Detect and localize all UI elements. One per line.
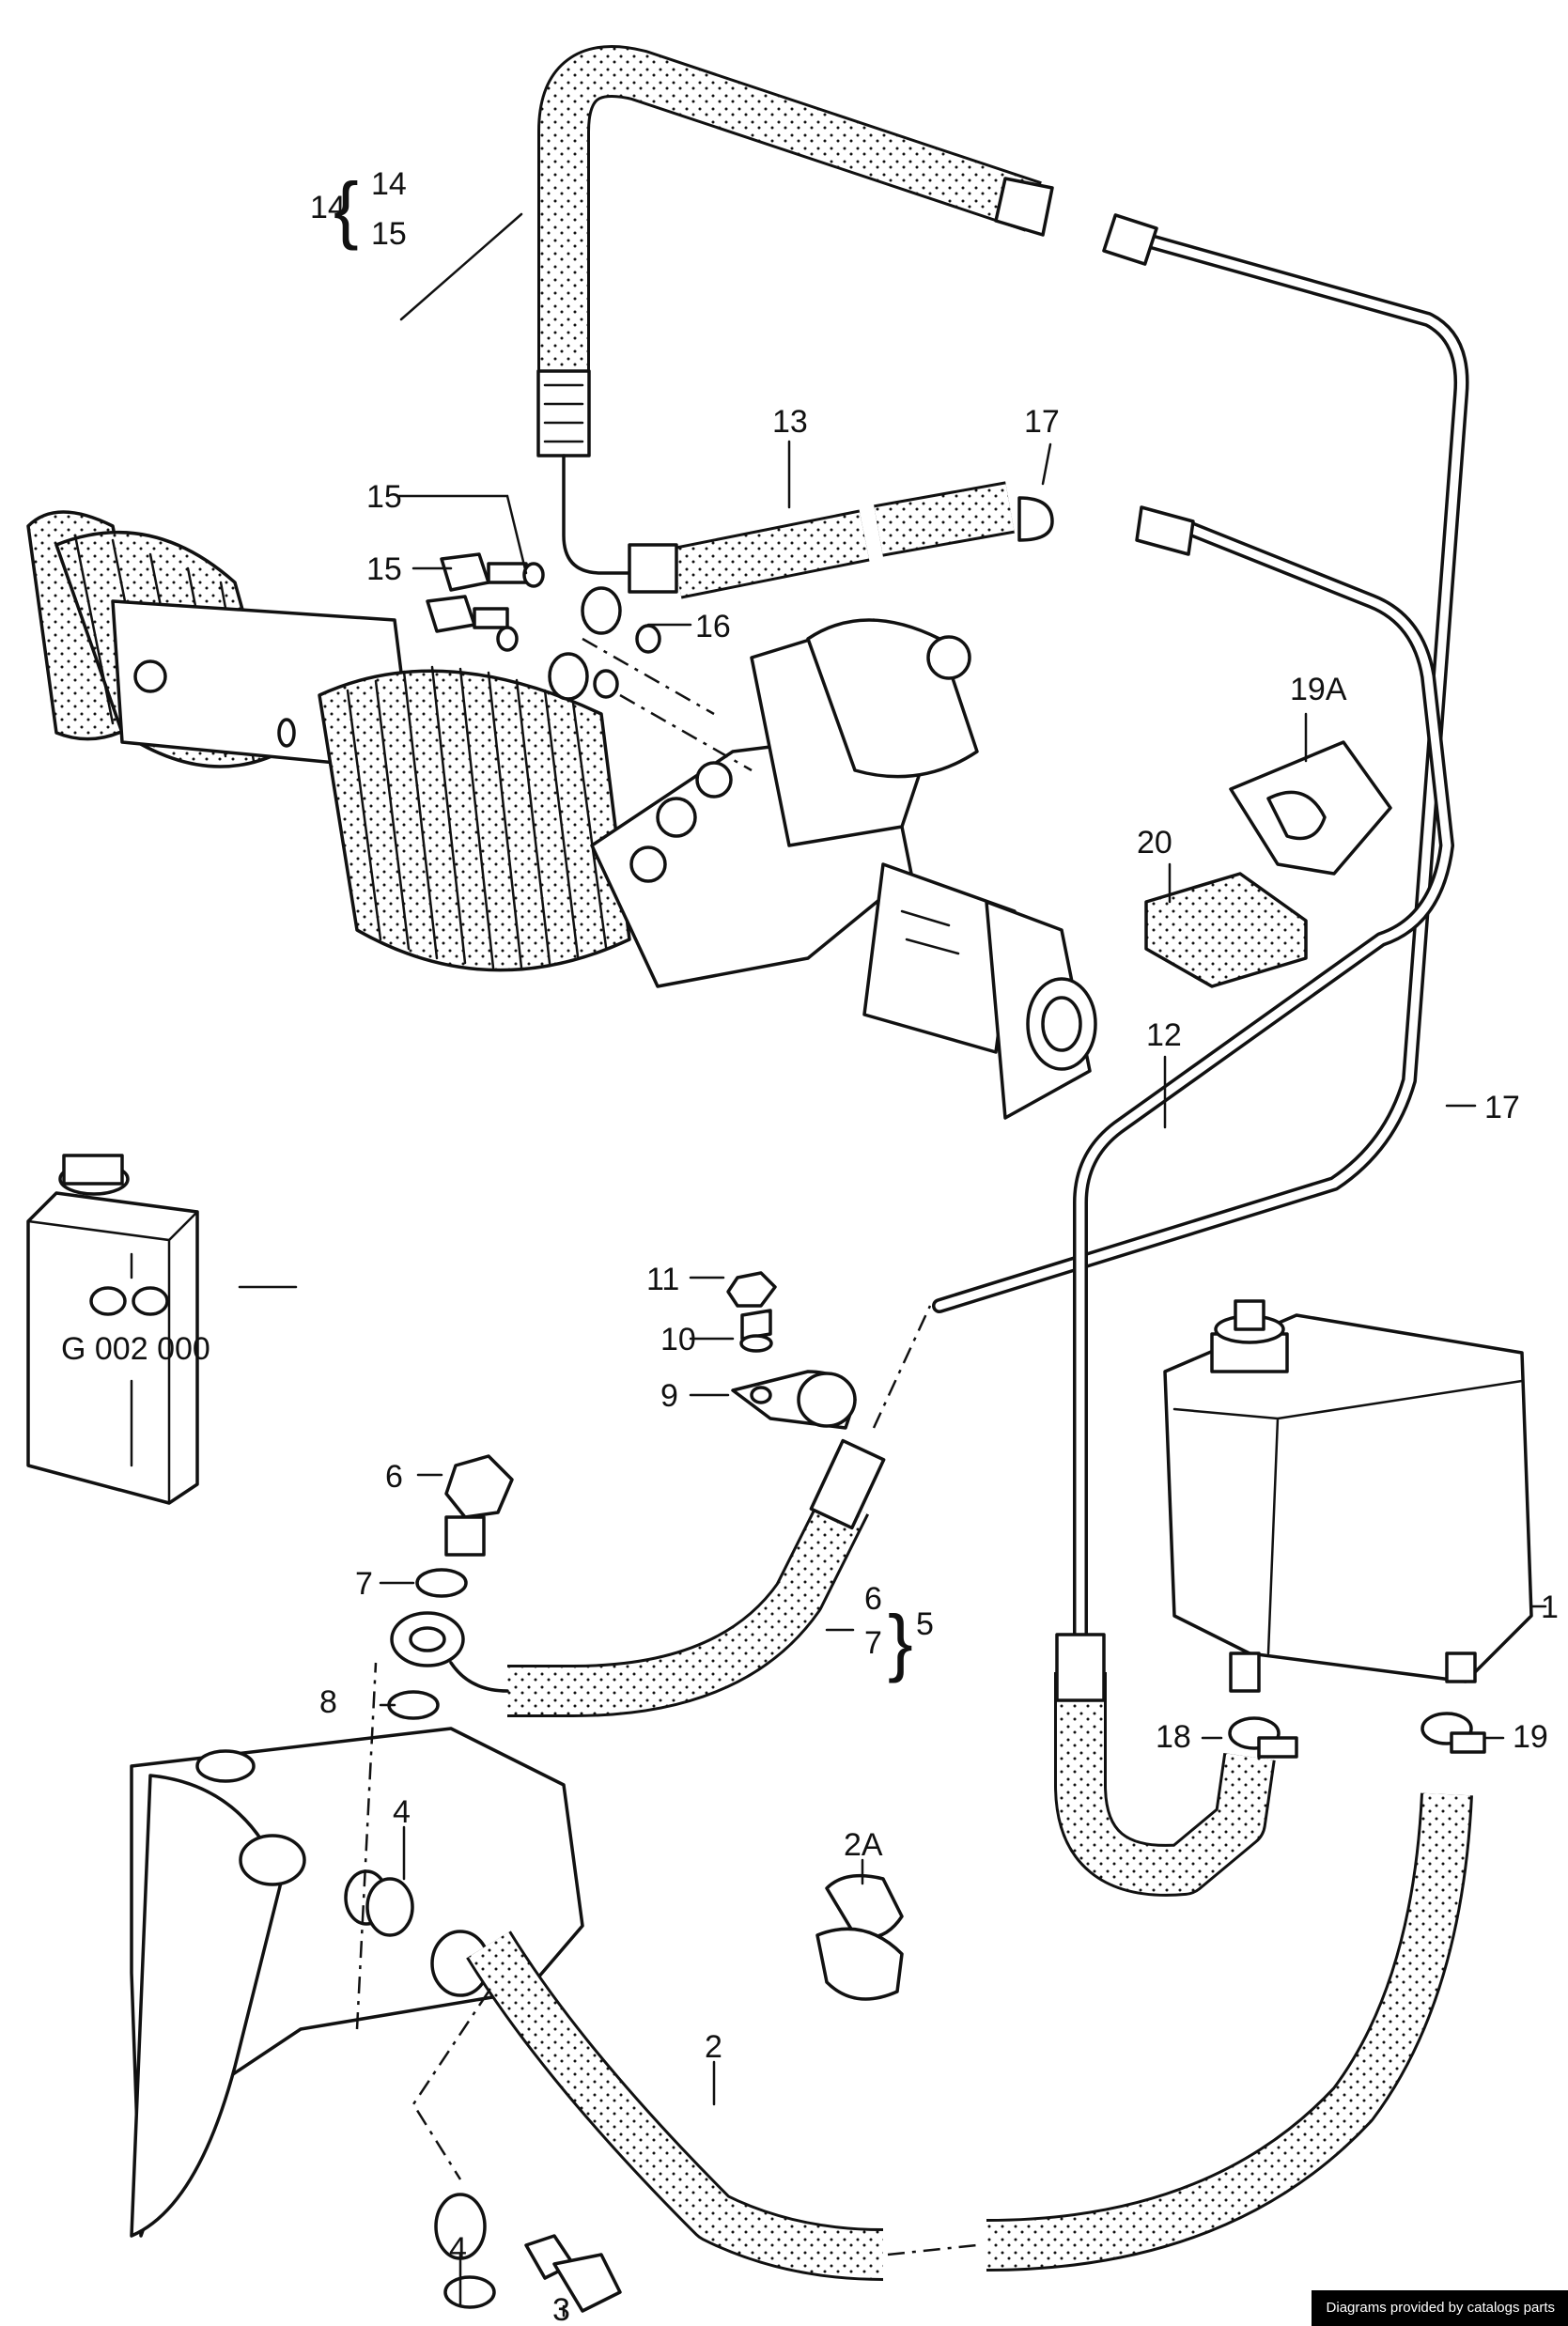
- label-9: 10: [660, 1322, 696, 1357]
- label-5: 5: [916, 1606, 934, 1642]
- label-14-top: 14: [371, 166, 407, 202]
- label-15-right: 16: [695, 609, 731, 644]
- label-15-left: 15: [366, 479, 402, 515]
- steering-rack: [26, 510, 1097, 1120]
- pressure-hose-12: [536, 45, 1054, 575]
- label-17-top: 17: [1024, 404, 1060, 440]
- steering-pump: [130, 1662, 622, 2313]
- part-labels: 14 14 15 13 17 15 15 16 19A 20 12 17 11 …: [310, 166, 1559, 2326]
- can-part-number: G 002 000: [61, 1331, 210, 1367]
- label-12: 14: [310, 190, 346, 225]
- hose-clamp-2A: [815, 1873, 904, 2001]
- brace-5: }: [888, 1600, 913, 1683]
- label-7-lower: 8: [319, 1684, 337, 1720]
- pipe-clamp-8: [726, 1271, 857, 1430]
- label-18: 19: [1513, 1719, 1548, 1755]
- label-19: 19A: [1290, 672, 1347, 707]
- banjo-bolt-6: [387, 1454, 514, 1720]
- label-2A: 2A: [844, 1827, 883, 1863]
- label-16: 17: [1484, 1090, 1520, 1125]
- label-4-upper: 4: [393, 1794, 411, 1830]
- return-hose-17: [1054, 1633, 1298, 1897]
- suction-hose-2: [466, 1712, 1486, 2281]
- label-2: 2: [705, 2029, 722, 2065]
- label-7-upper: 7: [355, 1566, 373, 1602]
- label-6: 6: [385, 1459, 403, 1495]
- brace-12: {: [334, 167, 359, 251]
- bracket-19: [1229, 740, 1392, 876]
- label-6-brace: 6: [864, 1581, 882, 1617]
- reservoir-1: [1163, 1299, 1533, 1693]
- return-pipe-16: [932, 213, 1469, 1313]
- label-10: 11: [646, 1262, 679, 1297]
- credit-badge: Diagrams provided by catalogs parts: [1311, 2290, 1568, 2326]
- oil-can-20: G 002 000: [26, 1154, 210, 1505]
- label-8: 9: [660, 1378, 678, 1414]
- label-17-lower: 18: [1156, 1719, 1191, 1755]
- label-3: 3: [552, 2292, 570, 2326]
- rubber-clamp-19A: [1144, 872, 1308, 988]
- label-14-left: 15: [366, 551, 402, 587]
- hose-13: [628, 481, 1054, 599]
- label-13: 13: [772, 404, 808, 440]
- banjo-fittings: [426, 552, 753, 772]
- pressure-hose-5: [449, 1305, 932, 1717]
- label-1: 1: [1541, 1589, 1559, 1625]
- label-19A: 20: [1137, 825, 1172, 861]
- return-pipe-11: [1073, 505, 1454, 1680]
- label-4-lower: 4: [449, 2231, 467, 2267]
- label-15-top: 15: [371, 216, 407, 252]
- label-7-brace: 7: [864, 1625, 882, 1661]
- leader-lines: [238, 212, 1547, 2318]
- label-11: 12: [1146, 1017, 1182, 1053]
